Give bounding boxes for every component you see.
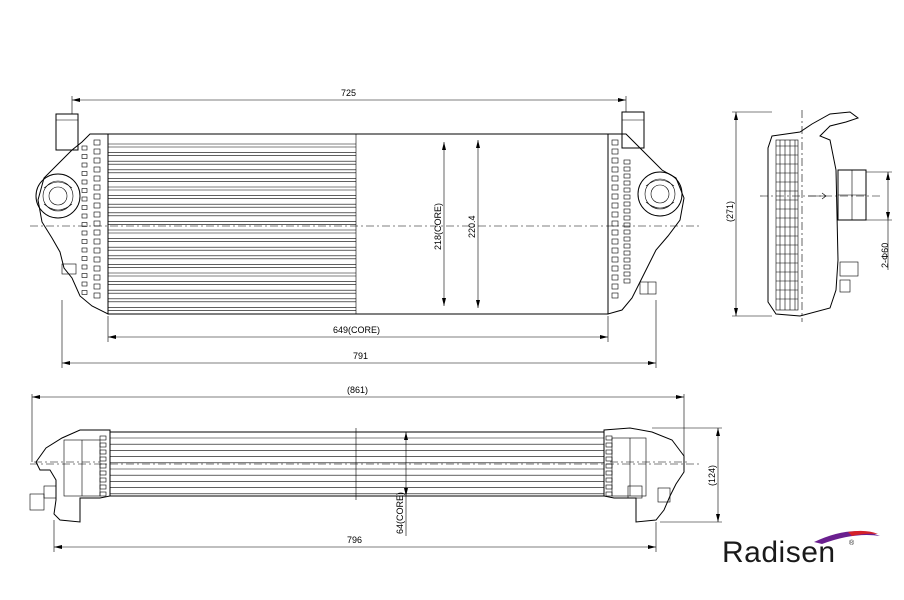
front-view: 725 218(CORE) 220.4 649(CORE) 791	[30, 88, 700, 368]
dim-64-core: 64(CORE)	[395, 492, 405, 534]
dim-2-phi60: 2-Φ60	[880, 243, 890, 268]
top-view: (861) (124) 64(CORE) 796	[29, 385, 722, 552]
dim-271: (271)	[725, 201, 735, 222]
dim-124: (124)	[707, 465, 717, 486]
dim-791: 791	[353, 351, 368, 361]
side-view: (271) 2-Φ60	[725, 110, 892, 322]
dim-218-core: 218(CORE)	[433, 203, 443, 250]
dim-220-4: 220.4	[467, 215, 477, 238]
dim-861: (861)	[347, 385, 368, 395]
dim-649-core: 649(CORE)	[333, 325, 380, 335]
radisen-logo: Radisen ®	[722, 530, 882, 580]
dim-796: 796	[347, 535, 362, 545]
brand-registered-mark: ®	[849, 540, 855, 547]
dim-725: 725	[341, 88, 356, 98]
brand-name: Radisen	[722, 536, 836, 569]
logo-swoosh-icon	[814, 530, 880, 544]
